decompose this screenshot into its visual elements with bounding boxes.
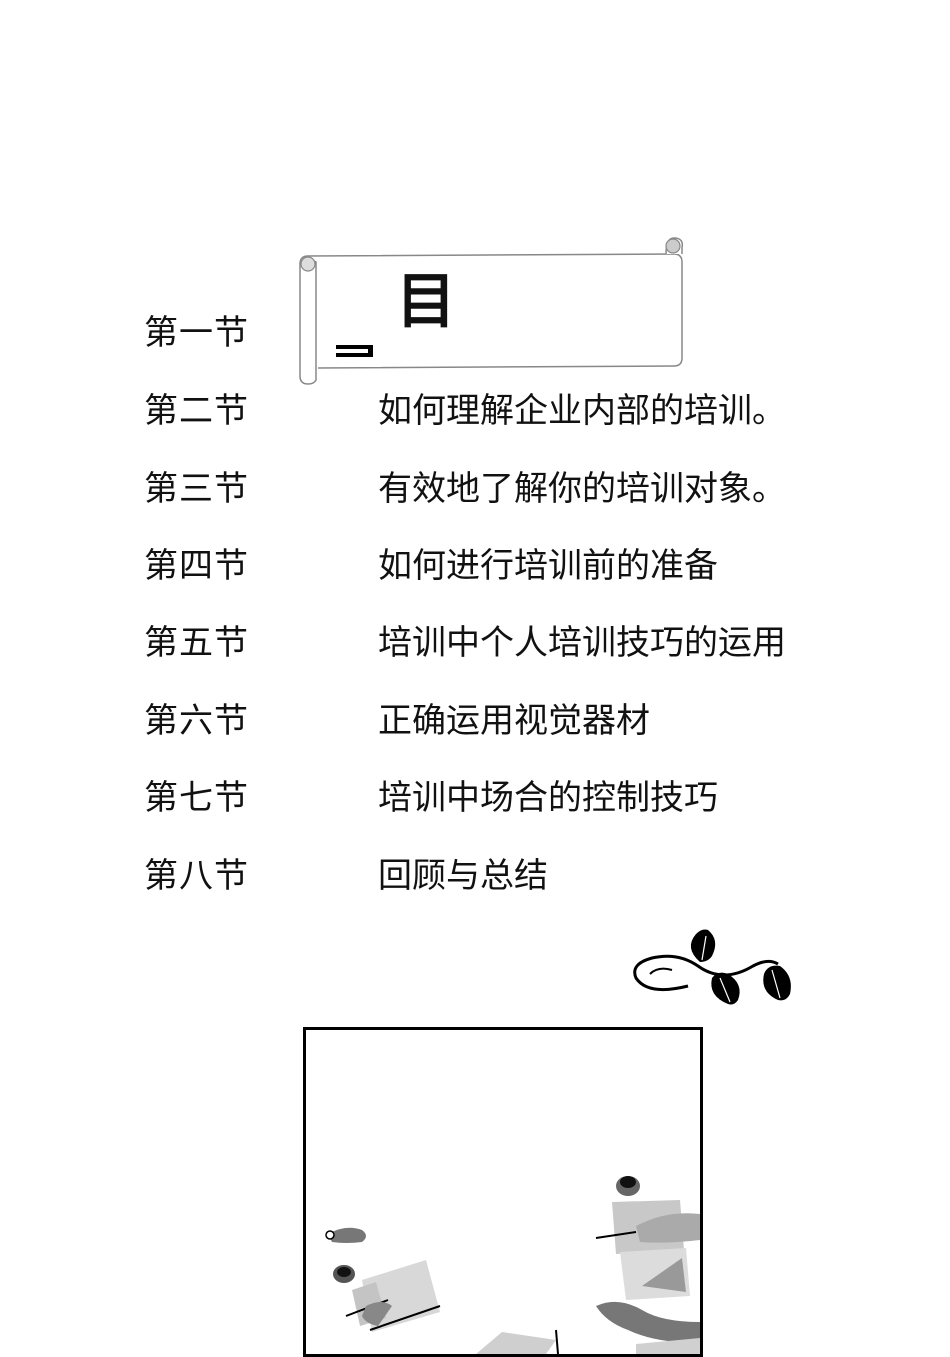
toc-item[interactable]: 第七节 培训中场合的控制技巧 bbox=[0, 775, 950, 835]
section-title: 回顾与总结 bbox=[378, 856, 548, 896]
toc-item[interactable]: 第三节 有效地了解你的培训对象。 bbox=[0, 466, 950, 526]
toc-item[interactable]: 第五节 培训中个人培训技巧的运用 bbox=[0, 620, 950, 680]
section-title: 培训中场合的控制技巧 bbox=[378, 778, 718, 818]
toc-heading: 目 bbox=[396, 267, 456, 337]
section-number: 第二节 bbox=[144, 391, 249, 431]
toc-item[interactable]: 第二节 如何理解企业内部的培训。 bbox=[0, 388, 950, 448]
heading-fragment-icon bbox=[336, 345, 373, 357]
toc-item[interactable]: 第四节 如何进行培训前的准备 bbox=[0, 543, 950, 603]
section-number: 第四节 bbox=[144, 546, 249, 586]
toc-item[interactable]: 第八节 回顾与总结 bbox=[0, 853, 950, 913]
section-title: 培训中个人培训技巧的运用 bbox=[378, 623, 786, 663]
leaf-vine-icon bbox=[633, 929, 791, 1005]
scroll-banner-icon bbox=[299, 237, 684, 385]
section-title: 如何进行培训前的准备 bbox=[378, 546, 718, 586]
section-number: 第三节 bbox=[144, 469, 249, 509]
section-number: 第五节 bbox=[144, 623, 249, 663]
meeting-table-icon bbox=[325, 1176, 700, 1354]
section-title: 如何理解企业内部的培训。 bbox=[378, 391, 786, 431]
meeting-illustration bbox=[303, 1027, 703, 1357]
section-number: 第一节 bbox=[144, 313, 249, 353]
section-number: 第六节 bbox=[144, 701, 249, 741]
section-title: 有效地了解你的培训对象。 bbox=[378, 469, 786, 509]
section-number: 第八节 bbox=[144, 856, 249, 896]
section-title: 正确运用视觉器材 bbox=[378, 701, 650, 741]
toc-item[interactable]: 第一节 bbox=[0, 310, 950, 370]
toc-item[interactable]: 第六节 正确运用视觉器材 bbox=[0, 698, 950, 758]
section-number: 第七节 bbox=[144, 778, 249, 818]
